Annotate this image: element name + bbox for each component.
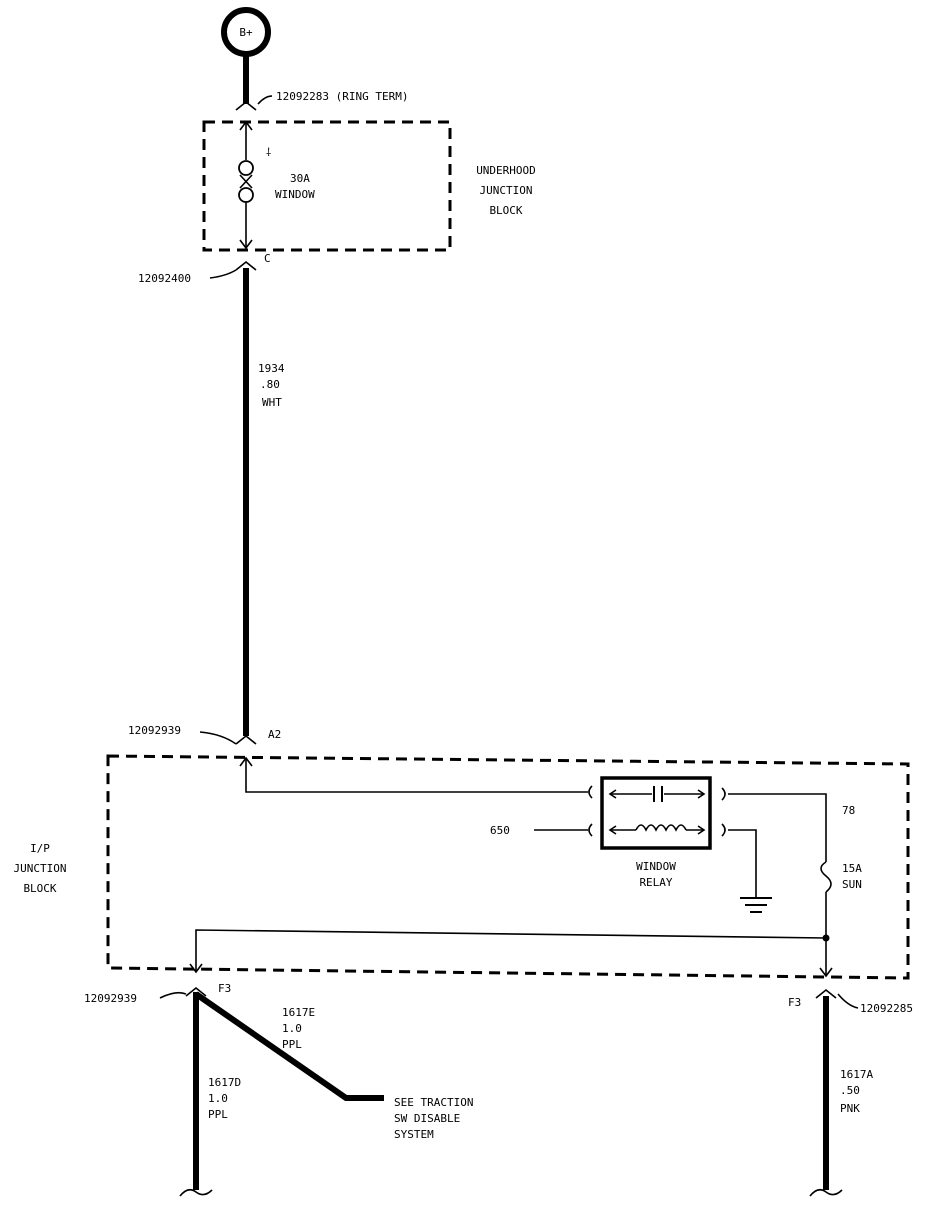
left-wire-break-mark xyxy=(179,1188,213,1197)
svg-text:15A: 15A xyxy=(842,862,862,875)
svg-text:BLOCK: BLOCK xyxy=(23,882,56,895)
left-output-connector-mark xyxy=(185,986,207,997)
svg-text:1.0: 1.0 xyxy=(208,1092,228,1105)
right-output-pin: F3 xyxy=(788,996,801,1009)
underhood-fuse-rating: 30A xyxy=(290,172,310,185)
right-output-connector-leader xyxy=(837,993,859,1009)
left-output-connector-label: 12092939 xyxy=(84,992,137,1005)
connector-12092400-mark xyxy=(235,260,257,271)
relay-switch-in-terminal xyxy=(588,785,593,799)
underhood-junction-block-outline xyxy=(202,120,452,252)
fuse-symbol-icon: ⸸ xyxy=(266,146,271,159)
ip-fuse-circuit: 78 xyxy=(842,804,855,817)
ip-right-out-arrow xyxy=(819,967,833,978)
svg-text:RELAY: RELAY xyxy=(639,876,672,889)
relay-ground-wire xyxy=(728,829,757,898)
underhood-block-label: UNDERHOOD JUNCTION BLOCK xyxy=(476,164,536,217)
svg-text:JUNCTION: JUNCTION xyxy=(14,862,67,875)
wire-1617a-label: 1617A .50 PNK xyxy=(840,1068,873,1115)
svg-text:JUNCTION: JUNCTION xyxy=(480,184,533,197)
fuse-30a-icon xyxy=(238,160,254,203)
svg-text:BLOCK: BLOCK xyxy=(489,204,522,217)
relay-coil-in-terminal xyxy=(588,823,593,837)
underhood-fuse-name: WINDOW xyxy=(275,188,315,201)
svg-text:WHT: WHT xyxy=(262,396,282,409)
wire-1617e-label: 1617E 1.0 PPL xyxy=(282,1006,315,1051)
connector-12092400-label: 12092400 xyxy=(138,272,191,285)
splice-to-left-output xyxy=(195,929,827,972)
connector-a2-mark xyxy=(235,734,257,745)
svg-text:PPL: PPL xyxy=(282,1038,302,1051)
right-wire-break-mark xyxy=(809,1188,843,1197)
ring-term-connector-label: 12092283 (RING TERM) xyxy=(276,90,408,103)
right-output-connector-mark xyxy=(815,988,837,999)
svg-text:1617E: 1617E xyxy=(282,1006,315,1019)
relay-coil-icon xyxy=(608,824,706,835)
wire-1617e-ppl xyxy=(194,991,384,1101)
svg-text:SW DISABLE: SW DISABLE xyxy=(394,1112,460,1125)
ring-term-leader xyxy=(257,95,273,105)
ip-left-out-arrow xyxy=(189,963,203,974)
relay-coil-out-terminal xyxy=(721,823,726,837)
wire-1617d-label: 1617D 1.0 PPL xyxy=(208,1076,241,1121)
svg-text:1617A: 1617A xyxy=(840,1068,873,1081)
svg-text:.80: .80 xyxy=(260,378,280,391)
connector-a2-label: 12092939 xyxy=(128,724,181,737)
svg-text:WINDOW: WINDOW xyxy=(636,860,676,873)
battery-label: B+ xyxy=(239,26,253,39)
ip-fuse-label: 15A SUN xyxy=(842,862,862,891)
ip-pin-a2: A2 xyxy=(268,728,281,741)
svg-text:.50: .50 xyxy=(840,1084,860,1097)
relay-control-circuit: 650 xyxy=(490,824,510,837)
underhood-pin-out: C xyxy=(264,252,271,265)
svg-text:1617D: 1617D xyxy=(208,1076,241,1089)
window-relay-label: WINDOW RELAY xyxy=(636,860,676,889)
left-output-pin: F3 xyxy=(218,982,231,995)
fuse-15a-icon xyxy=(820,861,832,893)
relay-contact-icon xyxy=(608,786,706,802)
relay-switch-out-wire xyxy=(728,793,827,862)
ip-feed-to-relay xyxy=(245,758,588,793)
svg-text:1.0: 1.0 xyxy=(282,1022,302,1035)
traction-sw-disable-reference: SEE TRACTION SW DISABLE SYSTEM xyxy=(394,1096,473,1141)
svg-text:PPL: PPL xyxy=(208,1108,228,1121)
ip-block-label: I/P JUNCTION BLOCK xyxy=(14,842,67,895)
relay-switch-out-terminal xyxy=(721,787,726,801)
svg-text:SEE TRACTION: SEE TRACTION xyxy=(394,1096,473,1109)
ring-term-connector-mark xyxy=(235,100,257,111)
left-output-connector-leader xyxy=(159,991,187,999)
svg-text:SYSTEM: SYSTEM xyxy=(394,1128,434,1141)
svg-text:SUN: SUN xyxy=(842,878,862,891)
svg-text:I/P: I/P xyxy=(30,842,50,855)
connector-12092400-leader xyxy=(209,269,237,279)
underhood-out-arrow xyxy=(239,239,253,250)
wire-1934-label: 1934 .80 WHT xyxy=(258,362,285,409)
connector-a2-leader xyxy=(199,731,237,745)
ip-junction-block-outline xyxy=(106,754,910,980)
svg-text:UNDERHOOD: UNDERHOOD xyxy=(476,164,536,177)
ground-icon xyxy=(740,897,772,913)
svg-text:PNK: PNK xyxy=(840,1102,860,1115)
svg-text:1934: 1934 xyxy=(258,362,285,375)
right-output-connector-label: 12092285 xyxy=(860,1002,913,1015)
window-relay-box xyxy=(600,776,712,850)
